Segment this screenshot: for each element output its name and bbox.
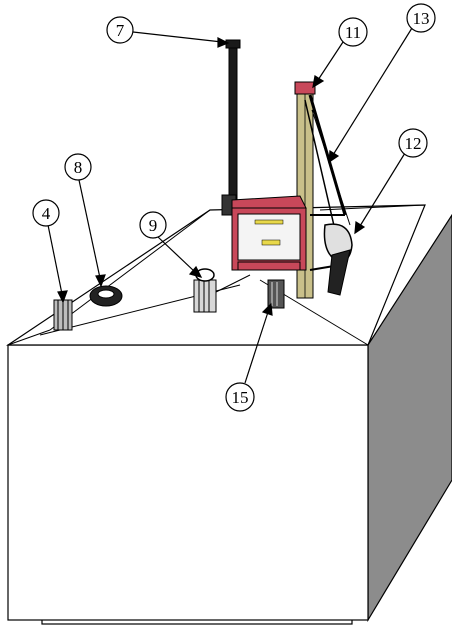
callout-8-label: 8 [74,158,83,177]
callout-15-label: 15 [232,388,249,407]
callout-11-label: 11 [345,23,361,42]
hanging-device [323,223,353,296]
antenna [221,39,241,216]
callout-8: 8 [64,153,92,181]
component-8 [89,285,123,307]
callout-7: 7 [106,16,134,44]
component-4 [53,299,73,331]
callout-7-label: 7 [116,21,125,40]
callout-13: 13 [406,3,436,33]
callout-4-label: 4 [42,204,51,223]
callout-9-label: 9 [149,216,158,235]
callout-11: 11 [338,17,368,47]
leader-lines [47,27,413,384]
callout-15: 15 [225,382,255,412]
callout-12: 12 [398,128,428,158]
component-9 [193,268,217,313]
connector-15 [267,279,285,309]
callout-9: 9 [139,211,167,239]
callout-13-label: 13 [413,9,430,28]
box-front-face [7,344,369,621]
callout-4: 4 [32,199,60,227]
control-panel [231,195,307,271]
callout-12-label: 12 [405,134,422,153]
